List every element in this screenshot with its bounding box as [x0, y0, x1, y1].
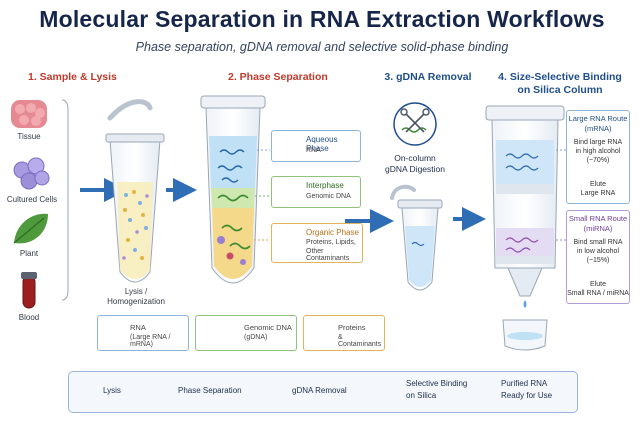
step-4-subheading: on Silica Column — [517, 84, 603, 96]
blood-tube-icon — [21, 272, 37, 309]
small-route-sub: (miRNA) — [583, 224, 613, 233]
legend-rna-2: (Large RNA / mRNA) — [130, 334, 171, 348]
silica-column — [485, 105, 565, 351]
large-route-sub: (mRNA) — [584, 124, 612, 133]
legend-prot-2: & Contaminants — [338, 334, 382, 348]
workflow-summary-bar: Lysis Phase Separation gDNA Removal Sele… — [68, 371, 578, 413]
phase-separation-tube — [200, 95, 266, 284]
flow-pure-2: Ready for Use — [501, 391, 553, 400]
plant-leaf-icon — [13, 213, 48, 244]
step-2-heading: 2. Phase Separation — [228, 71, 328, 83]
legend-rna-1: RNA — [130, 323, 146, 332]
flow-gdna: gDNA Removal — [292, 386, 347, 395]
legend-dna-1: Genomic DNA — [244, 323, 292, 332]
organic-title: Organic Phase — [306, 228, 359, 237]
sample-bracket — [61, 99, 69, 301]
organic-sub-1: Proteins, Lipids, — [306, 239, 356, 246]
step-1-heading: 1. Sample & Lysis — [28, 71, 117, 83]
aqueous-phase-box: Aqueous Phase RNA — [271, 130, 361, 162]
step-3-heading: 3. gDNA Removal — [384, 71, 472, 83]
large-route-title: Large RNA Route — [568, 114, 628, 123]
small-bind-1: Bind small RNA — [573, 239, 623, 246]
small-elute-1: Elute — [590, 281, 606, 288]
legend-dna-2: (gDNA) — [244, 334, 268, 341]
small-elute-2: Small RNA / miRNA — [567, 290, 629, 297]
large-bind-3: (~70%) — [586, 157, 610, 164]
step-4-heading: 4. Size-Selective Binding — [498, 71, 622, 83]
legend-proteins: Proteins & Contaminants — [303, 315, 385, 351]
large-bind-1: Bind large RNA — [573, 139, 623, 146]
large-rna-route-box: Large RNA Route (mRNA) Bind large RNA in… — [566, 110, 630, 204]
flow-bind-1: Selective Binding — [406, 379, 468, 388]
organic-phase-box: Organic Phase Proteins, Lipids, Other Co… — [271, 223, 363, 263]
aqueous-sub: RNA — [306, 147, 321, 154]
lysis-label-1: Lysis / — [124, 287, 148, 296]
small-bind-2: in low alcohol — [576, 248, 620, 255]
gdna-tube — [390, 184, 443, 291]
tissue-icon — [11, 100, 47, 128]
sample-label-blood: Blood — [18, 313, 40, 322]
page-title: Molecular Separation in RNA Extraction W… — [39, 6, 605, 32]
flow-lysis: Lysis — [103, 386, 121, 395]
interphase-sub: Genomic DNA — [306, 193, 351, 200]
interphase-title: Interphase — [306, 181, 344, 190]
interphase-box: Interphase Genomic DNA — [271, 176, 361, 208]
lysis-label-2: Homogenization — [107, 297, 165, 306]
large-elute-1: Elute — [590, 181, 606, 188]
page-subtitle: Phase separation, gDNA removal and selec… — [135, 40, 509, 54]
large-bind-2: in high alcohol — [575, 148, 621, 155]
small-bind-3: (~15%) — [586, 257, 610, 264]
flow-pure-1: Purified RNA — [501, 379, 548, 388]
lysis-tube — [105, 99, 165, 283]
organic-sub-2: Other Contaminants — [306, 248, 350, 262]
legend-rna: RNA (Large RNA / mRNA) — [97, 315, 189, 351]
flow-phase: Phase Separation — [178, 386, 242, 395]
sample-label-cells: Cultured Cells — [6, 195, 58, 204]
legend-gdna: Genomic DNA (gDNA) — [195, 315, 297, 351]
small-route-title: Small RNA Route — [568, 214, 628, 223]
aqueous-title: Aqueous Phase — [306, 135, 338, 153]
gdna-label-2: gDNA Digestion — [384, 164, 445, 174]
gdna-label-1: On-column — [394, 153, 436, 163]
large-elute-2: Large RNA — [580, 190, 616, 197]
small-rna-route-box: Small RNA Route (miRNA) Bind small RNA i… — [566, 210, 630, 304]
sample-label-tissue: Tissue — [17, 132, 41, 141]
flow-bind-2: on Silica — [406, 391, 437, 400]
scissors-icon — [393, 102, 437, 146]
cultured-cells-icon — [13, 157, 50, 190]
legend-prot-1: Proteins — [338, 323, 366, 332]
sample-label-plant: Plant — [19, 249, 39, 258]
